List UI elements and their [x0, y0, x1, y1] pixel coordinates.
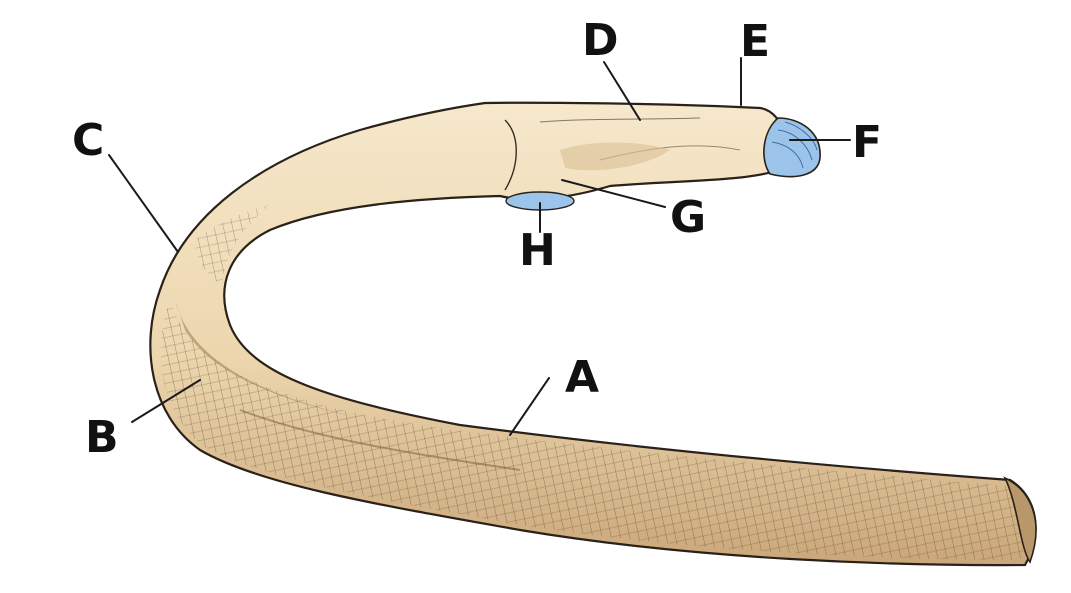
label-g: G: [670, 192, 706, 243]
rib-bone: [149, 101, 1037, 567]
label-a: A: [565, 352, 599, 403]
label-b: B: [85, 412, 119, 463]
shaft-hatching: [161, 300, 1027, 560]
label-d: D: [582, 15, 619, 66]
leader-a: [509, 377, 550, 436]
leader-g: [561, 179, 666, 208]
leader-c: [108, 154, 179, 253]
label-c: C: [72, 115, 104, 166]
leader-lines: [108, 57, 851, 436]
costal-groove-shadow: [175, 300, 360, 418]
label-h: H: [519, 225, 556, 276]
label-f: F: [852, 117, 882, 168]
label-e: E: [740, 16, 770, 67]
labels: A B C D E F G H: [72, 15, 882, 463]
head-articular-facet: [763, 117, 821, 178]
leader-b: [131, 379, 201, 423]
leader-d: [603, 61, 641, 121]
sternal-end: [1003, 476, 1037, 564]
